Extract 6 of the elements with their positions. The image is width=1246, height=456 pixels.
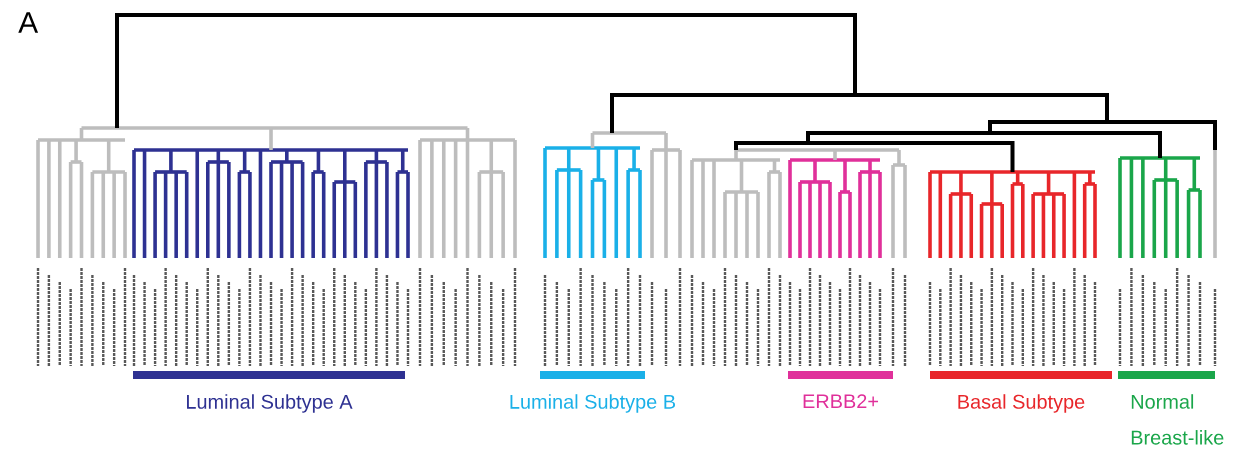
panel-letter: A bbox=[18, 12, 39, 33]
legend-label: Luminal Subtype B bbox=[510, 394, 676, 413]
legend-label: ERBB2+ bbox=[803, 394, 878, 409]
legend-label: Luminal Subtype A bbox=[187, 394, 353, 413]
legend-label: Normal Breast-like bbox=[1131, 394, 1224, 445]
legend-label: Basal Subtype bbox=[958, 394, 1085, 413]
